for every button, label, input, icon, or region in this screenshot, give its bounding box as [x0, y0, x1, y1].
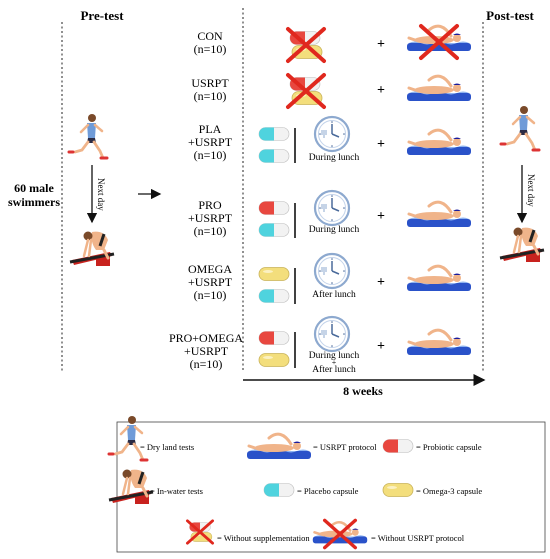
legend-usrpt: = USRPT protocol: [313, 442, 377, 452]
pro-omega-swimmer-icon: [405, 328, 473, 357]
pre-next-day-label: Next day: [96, 178, 106, 211]
usrpt-plus: +: [377, 83, 385, 98]
pre-test-heading: Pre-test: [80, 8, 124, 23]
legend-omega3: = Omega-3 capsule: [416, 486, 482, 496]
legend-without-supplementation: = Without supplementation: [217, 533, 310, 543]
legend-without-usrpt: = Without USRPT protocol: [371, 533, 465, 543]
post-next-day-label: Next day: [526, 174, 536, 207]
pro-omega-probiotic-capsule-icon: [258, 331, 290, 345]
pro-omega-plus: +: [377, 339, 385, 354]
pla-swimmer-icon: [405, 128, 473, 157]
duration-label: 8 weeks: [343, 384, 383, 398]
group-pla: PLA +USRPT (n=10): [188, 122, 233, 162]
group-pro-n: (n=10): [194, 224, 227, 238]
pla-clock-icon: [313, 115, 351, 153]
pla-placebo-capsule-icon: [258, 127, 290, 141]
group-usrpt-name: USRPT: [191, 76, 229, 90]
pro-omega-timing-2: After lunch: [312, 364, 356, 375]
group-pla-name: PLA: [199, 122, 222, 136]
group-omega-name: OMEGA: [188, 262, 232, 276]
con-no-supplement-icon: [286, 27, 326, 63]
pla-timing: During lunch: [309, 153, 360, 163]
con-no-usrpt-icon: [405, 24, 473, 60]
legend-omega3-icon: [382, 483, 414, 497]
group-con: CON (n=10): [194, 29, 227, 56]
usrpt-no-supplement-icon: [286, 73, 326, 109]
group-omega: OMEGA +USRPT (n=10): [188, 262, 233, 302]
group-usrpt-n: (n=10): [194, 89, 227, 103]
legend-probiotic-icon: [382, 439, 414, 453]
group-omega-name2: +USRPT: [188, 275, 233, 289]
group-pro-omega: PRO+OMEGA +USRPT (n=10): [169, 331, 243, 371]
group-usrpt: USRPT (n=10): [191, 76, 229, 103]
legend-dry-land: = Dry land tests: [140, 442, 194, 452]
group-con-n: (n=10): [194, 42, 227, 56]
omega-clock-icon: [313, 252, 351, 290]
pro-omega-timing-plus: +: [332, 358, 337, 367]
pre-runner-icon: [67, 112, 109, 160]
group-pro-omega-name2: +USRPT: [184, 344, 229, 358]
omega-plus: +: [377, 275, 385, 290]
omega-omega3-capsule-icon: [258, 267, 290, 281]
omega-timing: After lunch: [312, 289, 356, 300]
pro-swimmer-icon: [405, 200, 473, 229]
pro-clock-icon: [313, 189, 351, 227]
group-pro-omega-n: (n=10): [190, 357, 223, 371]
legend-placebo-icon: [263, 483, 295, 497]
pro-probiotic-capsule-icon: [258, 201, 290, 215]
pla-placebo-capsule-icon-2: [258, 149, 290, 163]
group-con-name: CON: [197, 29, 223, 43]
post-runner-icon: [499, 104, 541, 152]
pro-omega-timing-1: During lunch: [309, 351, 360, 361]
group-omega-n: (n=10): [194, 288, 227, 302]
pro-timing: During lunch: [309, 225, 360, 235]
group-pro-omega-name: PRO+OMEGA: [169, 331, 243, 345]
omega-placebo-capsule-icon: [258, 289, 290, 303]
subjects-line2: swimmers: [8, 195, 60, 209]
legend-probiotic: = Probiotic capsule: [416, 442, 482, 452]
subjects-line1: 60 male: [14, 181, 54, 195]
legend-in-water: = In-water tests: [150, 486, 203, 496]
post-diver-icon: [498, 226, 546, 264]
pro-placebo-capsule-icon: [258, 223, 290, 237]
group-pro: PRO +USRPT (n=10): [188, 198, 233, 238]
pro-omega-omega3-capsule-icon: [258, 353, 290, 367]
con-plus: +: [377, 37, 385, 52]
pro-omega-clock-icon: [313, 315, 351, 353]
group-pro-name: PRO: [198, 198, 222, 212]
group-pro-name2: +USRPT: [188, 211, 233, 225]
pla-plus: +: [377, 137, 385, 152]
pro-plus: +: [377, 209, 385, 224]
legend-box: [116, 421, 546, 553]
pre-diver-icon: [68, 230, 116, 268]
usrpt-swimmer-icon: [405, 74, 473, 103]
group-pla-n: (n=10): [194, 148, 227, 162]
post-test-heading: Post-test: [486, 8, 534, 23]
group-pla-name2: +USRPT: [188, 135, 233, 149]
omega-swimmer-icon: [405, 264, 473, 293]
legend-placebo: = Placebo capsule: [297, 486, 359, 496]
